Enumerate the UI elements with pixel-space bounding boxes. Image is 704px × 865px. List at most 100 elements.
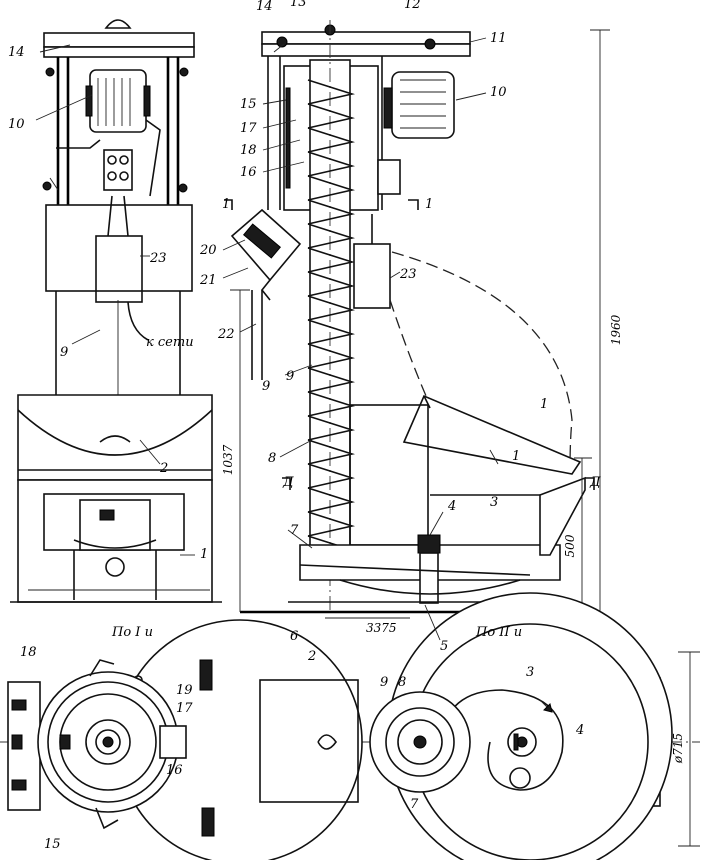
swing-line [389, 299, 431, 406]
tray-lid [402, 394, 582, 475]
label-23: 23 [399, 267, 417, 282]
label-4: 4 [575, 723, 584, 738]
dim-1037: 1037 [221, 444, 235, 475]
label-12: 12 [404, 0, 421, 12]
switch-box [103, 149, 133, 191]
drum-hub [95, 729, 121, 755]
side-view-center [224, 20, 610, 619]
swing-arc [391, 251, 573, 471]
dim-1960: 1960 [609, 314, 623, 345]
label-2: 2 [307, 649, 316, 664]
label-19: 19 [176, 683, 193, 698]
label-section-I: 1 [425, 197, 433, 212]
disk-slot [317, 734, 337, 750]
leader-lines [35, 37, 499, 641]
bolt [45, 67, 55, 77]
plan-view-left [0, 619, 380, 865]
section-mark [408, 199, 419, 210]
label-5: 5 [440, 639, 448, 654]
drum-clamp [89, 659, 115, 677]
label-1: 1 [512, 449, 520, 464]
label-16: 16 [240, 165, 257, 180]
label-18: 18 [20, 645, 37, 660]
label-3: 3 [526, 665, 534, 680]
screw-flight [307, 487, 356, 513]
lid-handle [99, 435, 131, 443]
power-cable [127, 301, 149, 341]
top-plate [261, 31, 471, 45]
label-8: 8 [398, 675, 406, 690]
bolt [42, 181, 52, 191]
feeder-spout [260, 279, 271, 301]
screw-flight [307, 391, 356, 417]
screw-flights [307, 79, 356, 561]
label-14: 14 [8, 45, 25, 60]
dim-500: 500 [563, 534, 577, 557]
label-13: 13 [290, 0, 307, 10]
power-label: к сети [146, 335, 194, 350]
screw-flight [307, 199, 356, 225]
bolt [179, 67, 189, 77]
label-11: 11 [490, 31, 507, 46]
screw-flight [307, 295, 356, 321]
bolt [178, 183, 188, 193]
label-7: 7 [290, 523, 299, 538]
motor-flange [143, 85, 151, 117]
view-title-1: По I и [111, 625, 153, 640]
motor-flange [85, 85, 93, 117]
label-4: 4 [447, 499, 456, 514]
label-3: 3 [490, 495, 498, 510]
drum-clamp [95, 807, 119, 830]
column-upper [45, 204, 193, 292]
screw-flight [307, 103, 356, 129]
top-cover-plate [43, 32, 195, 48]
screw-flight [307, 463, 356, 489]
label-9: 9 [380, 675, 388, 690]
label-17: 17 [240, 121, 257, 136]
label-1: 1 [540, 397, 548, 412]
hinge [201, 807, 215, 837]
label-17: 17 [176, 701, 193, 716]
label-15: 15 [240, 97, 257, 112]
part-labels: 14 10 23 9 к сети 2 1 14 13 12 11 10 15 … [8, 0, 601, 852]
label-d-mark: Д [589, 475, 601, 490]
screw-flight [307, 319, 356, 345]
label-9: 9 [286, 369, 294, 384]
label-7: 7 [410, 797, 419, 812]
label-10: 10 [8, 117, 25, 132]
screw-flight [307, 127, 356, 153]
label-1: 1 [200, 547, 208, 562]
top-plate-lower [261, 43, 471, 57]
screw-flight [307, 151, 356, 177]
label-10: 10 [490, 85, 507, 100]
bowl-lid [17, 409, 213, 456]
screw-flight [307, 247, 356, 273]
chute-flap [539, 476, 586, 556]
front-view-left [10, 19, 222, 603]
label-9: 9 [262, 379, 270, 394]
dim-diameter: ø715 [671, 733, 685, 764]
label-23: 23 [149, 251, 167, 266]
label-d-mark: Д [282, 475, 294, 490]
label-8: 8 [268, 451, 276, 466]
screw-flight [307, 511, 356, 537]
label-9: 9 [60, 345, 68, 360]
label-14: 14 [256, 0, 273, 14]
label-20: 20 [199, 243, 217, 258]
section-mark [585, 477, 595, 490]
screw-flight [307, 223, 356, 249]
top-dome [104, 19, 132, 29]
top-cover-rim [43, 46, 195, 58]
wire [145, 119, 161, 197]
label-21: 21 [199, 273, 217, 288]
label-section-I: 1 [222, 197, 230, 212]
bracket [79, 499, 151, 551]
label-2: 2 [159, 461, 168, 476]
screw-flight [307, 79, 356, 105]
screw-flight [307, 175, 356, 201]
view-titles: По I и По II и [111, 625, 522, 640]
drive-belt [339, 579, 521, 595]
view-title-2: По II и [475, 625, 522, 640]
screw-flight [307, 271, 356, 297]
